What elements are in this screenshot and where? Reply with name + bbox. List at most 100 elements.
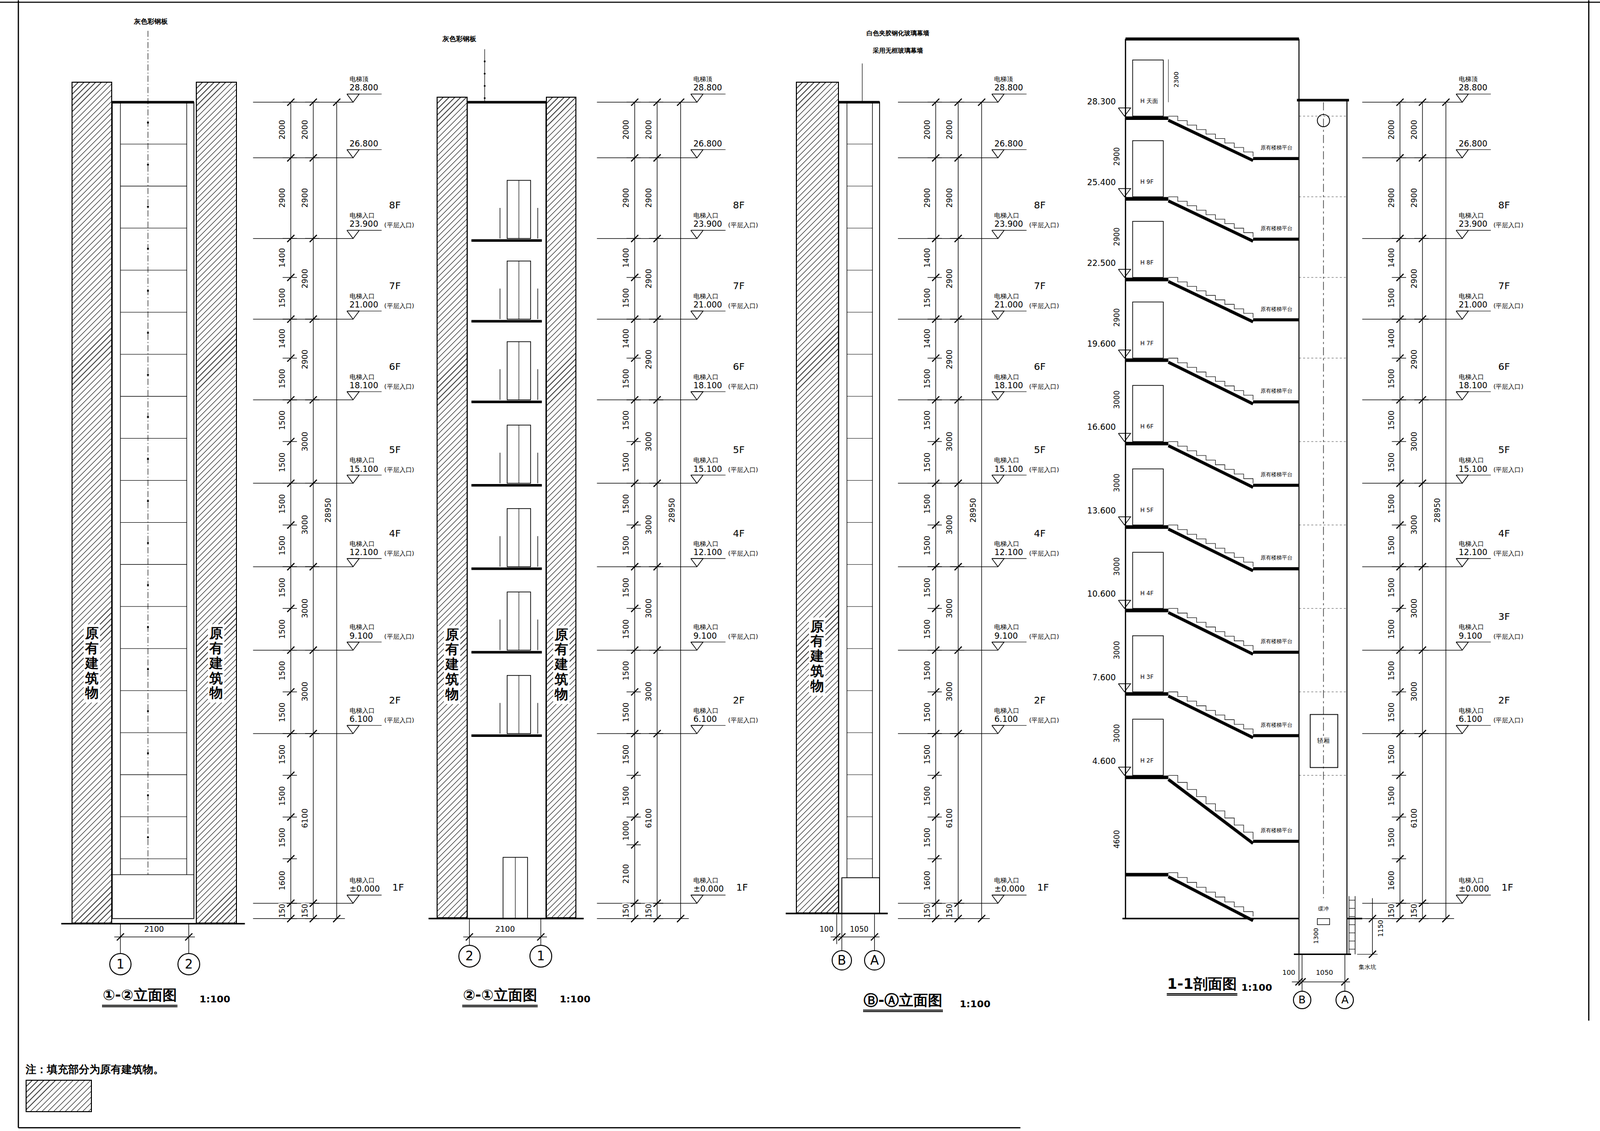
drawing-line [847, 606, 873, 607]
drawing-line [1341, 978, 1349, 986]
drawing-line [471, 650, 543, 654]
drawing-line [282, 357, 298, 359]
band-label: 原有建筑物 [83, 624, 101, 703]
drawing-line [1168, 528, 1253, 571]
drawing-line [1455, 391, 1491, 392]
drawing-dot [484, 85, 486, 88]
floor-label: 1F [391, 881, 405, 894]
floor-label: 7F [732, 280, 746, 292]
dimension-text: 1600 [923, 870, 932, 892]
drawing-line [957, 102, 959, 919]
entrance-note: (平层入口) [1028, 466, 1060, 474]
drawing-dot [146, 163, 149, 166]
elevation-note: 电梯入口 [349, 456, 376, 465]
drawing-line [537, 703, 539, 734]
drawing-line [120, 774, 187, 776]
drawing-line [1445, 102, 1447, 919]
drawing-line [1391, 775, 1407, 776]
dimension-text: 2000 [300, 119, 310, 141]
drawing-line [847, 480, 873, 481]
dimension-text: 1500 [1387, 702, 1396, 723]
dimension-text: 6100 [1409, 807, 1419, 829]
drawing-line [1455, 93, 1491, 95]
dimension-text: 1300 [1312, 927, 1321, 945]
drawing-dot [146, 752, 149, 755]
entrance-note: (平层入口) [727, 633, 759, 641]
drawing-polyline [991, 895, 1004, 904]
entrance-note: (平层入口) [1028, 717, 1060, 725]
drawing-line [120, 143, 187, 145]
drawing-line [252, 102, 353, 103]
floor-label: 7F [1497, 280, 1511, 292]
drawing-polyline [991, 310, 1004, 320]
drawing-line [471, 320, 543, 323]
drawing-line [1362, 318, 1463, 320]
drawing-line [518, 180, 520, 239]
drawing-line [186, 102, 188, 875]
outline-rect [1132, 385, 1163, 442]
elevation-note: 电梯入口 [1458, 212, 1485, 220]
drawing-line [690, 391, 726, 392]
elevation-value: 22.500 [1086, 258, 1116, 269]
dimension-text: 1500 [278, 368, 287, 390]
drawing-line [1348, 895, 1350, 955]
drawing-line [1125, 441, 1169, 446]
drawing-dot [146, 584, 149, 587]
floor-mark: H 4F [1139, 590, 1154, 598]
dimension-text: 2900 [300, 268, 310, 290]
drawing-line [1168, 200, 1253, 241]
entrance-note: (平层入口) [383, 717, 415, 725]
axis-label: 1 [536, 949, 545, 963]
drawing-line [518, 341, 520, 400]
entrance-note: (平层入口) [383, 221, 415, 230]
drawing-line [927, 441, 942, 442]
drawing-line [847, 858, 873, 860]
dimension-text: 1500 [278, 702, 287, 723]
drawing-line [537, 452, 539, 484]
drawing-line [1168, 281, 1253, 322]
drawing-line [1298, 691, 1347, 692]
drawing-line [537, 369, 539, 400]
drawing-line [252, 649, 353, 651]
drawing-line [1362, 649, 1463, 651]
elevation-note: 电梯顶 [692, 75, 713, 84]
dimension-text: 3000 [945, 681, 955, 703]
drawing-polyline [1455, 558, 1468, 567]
dimension-text: 28950 [1433, 497, 1442, 524]
entrance-note: (平层入口) [1028, 633, 1060, 641]
elevation-value: 12.100 [993, 547, 1024, 558]
dimension-text: 150 [1409, 903, 1419, 919]
drawing-line [690, 230, 726, 231]
outline-rect [507, 508, 531, 567]
floor-label: 5F [1497, 444, 1511, 456]
dimension-text: 3000 [644, 514, 654, 536]
dimension-text: 150 [622, 903, 631, 919]
grid-axis-circle: B [1292, 990, 1312, 1010]
elevation-value: 9.100 [993, 631, 1019, 642]
drawing-polyline [690, 895, 704, 904]
drawing-line [991, 558, 1027, 559]
dimension-text: 1500 [278, 660, 287, 682]
dimension-text: 1500 [923, 493, 932, 515]
drawing-line [897, 238, 999, 239]
drawing-line [897, 102, 999, 103]
elevation-value: 9.100 [692, 631, 718, 642]
drawing-polyline [1455, 725, 1468, 734]
drawing-line [847, 648, 873, 649]
drawing-line [1301, 954, 1303, 992]
drawing-line [1168, 876, 1253, 921]
drawing-line [991, 641, 1027, 643]
elevation-value: 21.000 [349, 300, 379, 310]
drawing-line [1298, 954, 1300, 985]
outline-rect [838, 102, 880, 914]
drawing-line [1298, 100, 1300, 955]
drawing-polyline [690, 725, 704, 734]
drawing-line [1391, 441, 1407, 442]
dimension-text: 3000 [1409, 681, 1419, 703]
dimension-text: 3000 [644, 430, 654, 452]
axis-label: 1 [116, 957, 125, 971]
legend-text: 注：填充部分为原有建筑物。 [25, 1062, 164, 1077]
drawing-line [1349, 908, 1356, 909]
dimension-text: 2900 [644, 268, 654, 290]
dimension-text: 2000 [278, 119, 287, 141]
